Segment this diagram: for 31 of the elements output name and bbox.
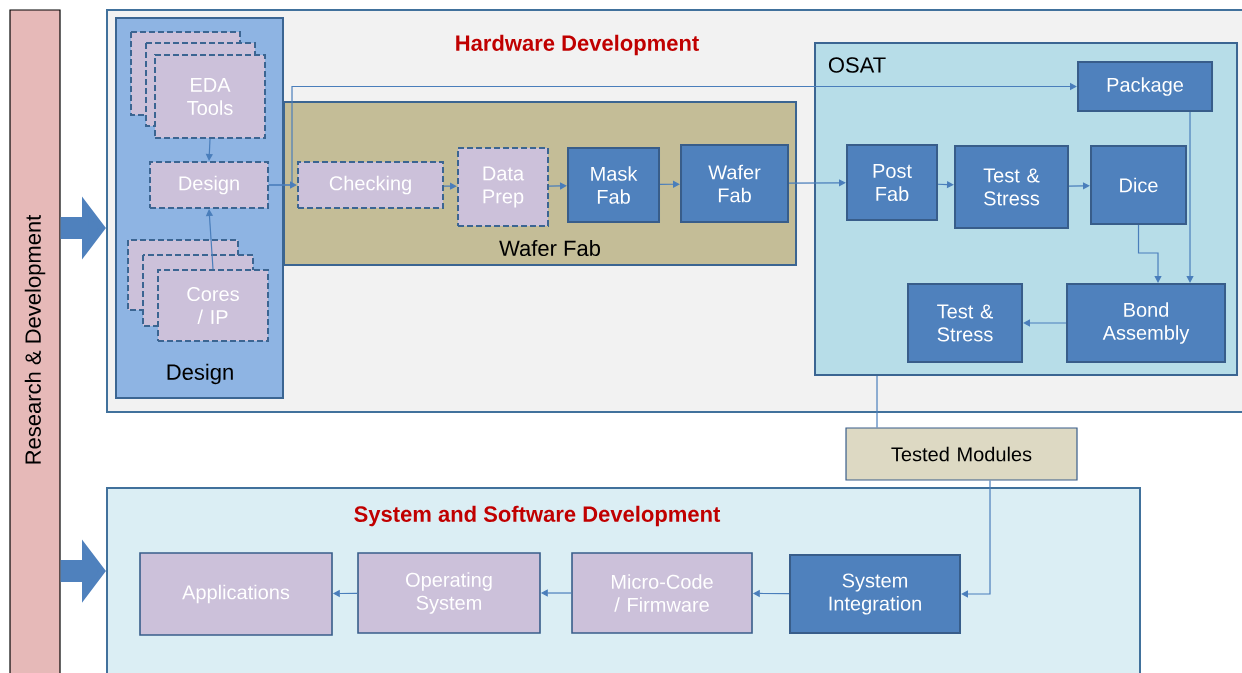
output-box: Tested Modules [845, 427, 1078, 481]
process-box: Test & Stress [954, 145, 1069, 229]
arrow [788, 179, 846, 187]
arrow [1186, 111, 1194, 283]
process-box: Bond Assembly [1066, 283, 1226, 363]
process-box: Design [149, 161, 269, 209]
arrow [268, 82, 1077, 186]
side-band: Research & Development [9, 9, 61, 673]
process-box: Checking [297, 161, 444, 209]
arrow [1023, 319, 1067, 327]
process-box: Dice [1090, 145, 1187, 225]
process-box: Cores / IP [127, 239, 269, 342]
process-box: Post Fab [846, 144, 938, 221]
process-box: Package [1077, 61, 1213, 112]
process-box: Mask Fab [567, 147, 660, 223]
arrow [205, 209, 214, 270]
process-box: System Integration [789, 554, 961, 634]
process-box: Data Prep [457, 147, 549, 227]
arrow [548, 182, 567, 190]
process-box: Operating System [357, 552, 541, 634]
arrow [659, 180, 680, 188]
process-box: Applications [139, 552, 333, 636]
process-box: Test & Stress [907, 283, 1023, 363]
arrow [961, 480, 991, 598]
process-box: EDA Tools [130, 31, 266, 139]
connector-line [876, 375, 878, 428]
arrow [1137, 224, 1162, 283]
process-box: Wafer Fab [680, 144, 789, 223]
process-box: Micro-Code / Firmware [571, 552, 753, 634]
arrow [443, 182, 457, 190]
arrow [1068, 182, 1090, 190]
